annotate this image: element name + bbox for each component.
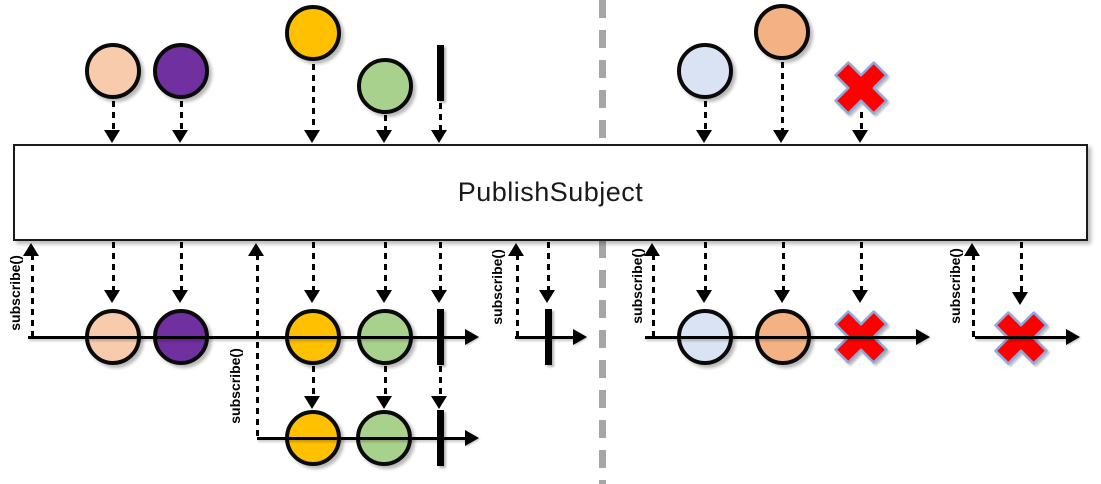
output-arrow-head	[304, 290, 320, 303]
output-arrow	[547, 242, 550, 292]
input-arrow-head	[773, 130, 789, 143]
sub3-timeline-head	[573, 329, 587, 345]
output-arrow	[439, 242, 442, 292]
subscribe-arrow-head	[644, 243, 660, 256]
output-arrow	[782, 242, 785, 292]
output-arrow-head	[376, 290, 392, 303]
subscribe-arrow-head	[508, 243, 524, 256]
subscribe-label: subscribe()	[7, 255, 23, 331]
output-arrow-head	[431, 290, 447, 303]
sub2-timeline-head	[465, 430, 479, 446]
subscribe-label: subscribe()	[227, 348, 243, 424]
sub1-timeline	[28, 336, 467, 339]
output-arrow	[860, 242, 863, 292]
output-arrow-head	[172, 290, 188, 303]
output-arrow-head	[774, 290, 790, 303]
input-arrow	[781, 62, 784, 132]
output-arrow-head	[539, 290, 555, 303]
output-arrow-head	[376, 396, 392, 409]
subscribe-label: subscribe()	[947, 248, 963, 324]
input-arrow-head	[172, 130, 188, 143]
subscribe-arrow-head	[248, 243, 264, 256]
subscribe-label: subscribe()	[629, 248, 645, 324]
sub4-timeline-head	[916, 329, 930, 345]
sub3-timeline	[515, 336, 575, 339]
publish-subject-box: PublishSubject	[13, 144, 1088, 241]
input-arrow-head	[431, 130, 447, 143]
input-arrow-head	[304, 130, 320, 143]
source-marble-orange	[754, 4, 810, 60]
output-arrow	[384, 366, 387, 398]
input-arrow	[312, 64, 315, 132]
output-arrow	[312, 366, 315, 398]
output-arrow	[112, 242, 115, 292]
subscribe-arrow	[256, 254, 259, 438]
output-arrow	[180, 242, 183, 292]
source-complete-bar-icon	[437, 45, 444, 101]
subscribe-arrow-head	[964, 243, 980, 256]
source-marble-lightblue	[677, 43, 733, 99]
input-arrow	[860, 112, 863, 132]
output-arrow-head	[1012, 292, 1028, 305]
subscribe-arrow	[652, 254, 655, 337]
sub5-timeline	[975, 336, 1068, 339]
input-arrow-head	[376, 130, 392, 143]
subscribe-label: subscribe()	[489, 249, 505, 325]
input-arrow	[439, 103, 442, 132]
source-marble-yellow	[285, 5, 341, 61]
sub1-timeline-head	[465, 329, 479, 345]
subscribe-arrow-head	[23, 243, 39, 256]
output-arrow-head	[431, 396, 447, 409]
output-arrow	[384, 242, 387, 292]
subscribe-arrow	[31, 254, 34, 337]
source-marble-green	[357, 58, 413, 114]
input-arrow	[112, 101, 115, 132]
output-arrow	[312, 242, 315, 292]
input-arrow	[384, 115, 387, 132]
subscribe-arrow	[972, 254, 975, 337]
input-arrow	[180, 101, 183, 132]
output-arrow	[704, 242, 707, 292]
publish-subject-title: PublishSubject	[457, 177, 644, 207]
output-arrow-head	[696, 290, 712, 303]
output-arrow-head	[852, 290, 868, 303]
timeline-divider	[599, 0, 606, 484]
input-arrow	[704, 101, 707, 132]
subscribe-arrow	[516, 254, 519, 337]
output-arrow-head	[304, 396, 320, 409]
sub2-timeline	[257, 437, 467, 440]
output-arrow	[439, 366, 442, 398]
output-arrow	[1020, 242, 1023, 294]
source-error-x-icon	[829, 56, 893, 120]
output-arrow-head	[104, 290, 120, 303]
source-marble-peach	[85, 43, 141, 99]
input-arrow-head	[104, 130, 120, 143]
sub4-timeline	[645, 336, 918, 339]
sub5-timeline-head	[1066, 329, 1080, 345]
input-arrow-head	[696, 130, 712, 143]
source-marble-purple	[153, 43, 209, 99]
input-arrow-head	[852, 130, 868, 143]
